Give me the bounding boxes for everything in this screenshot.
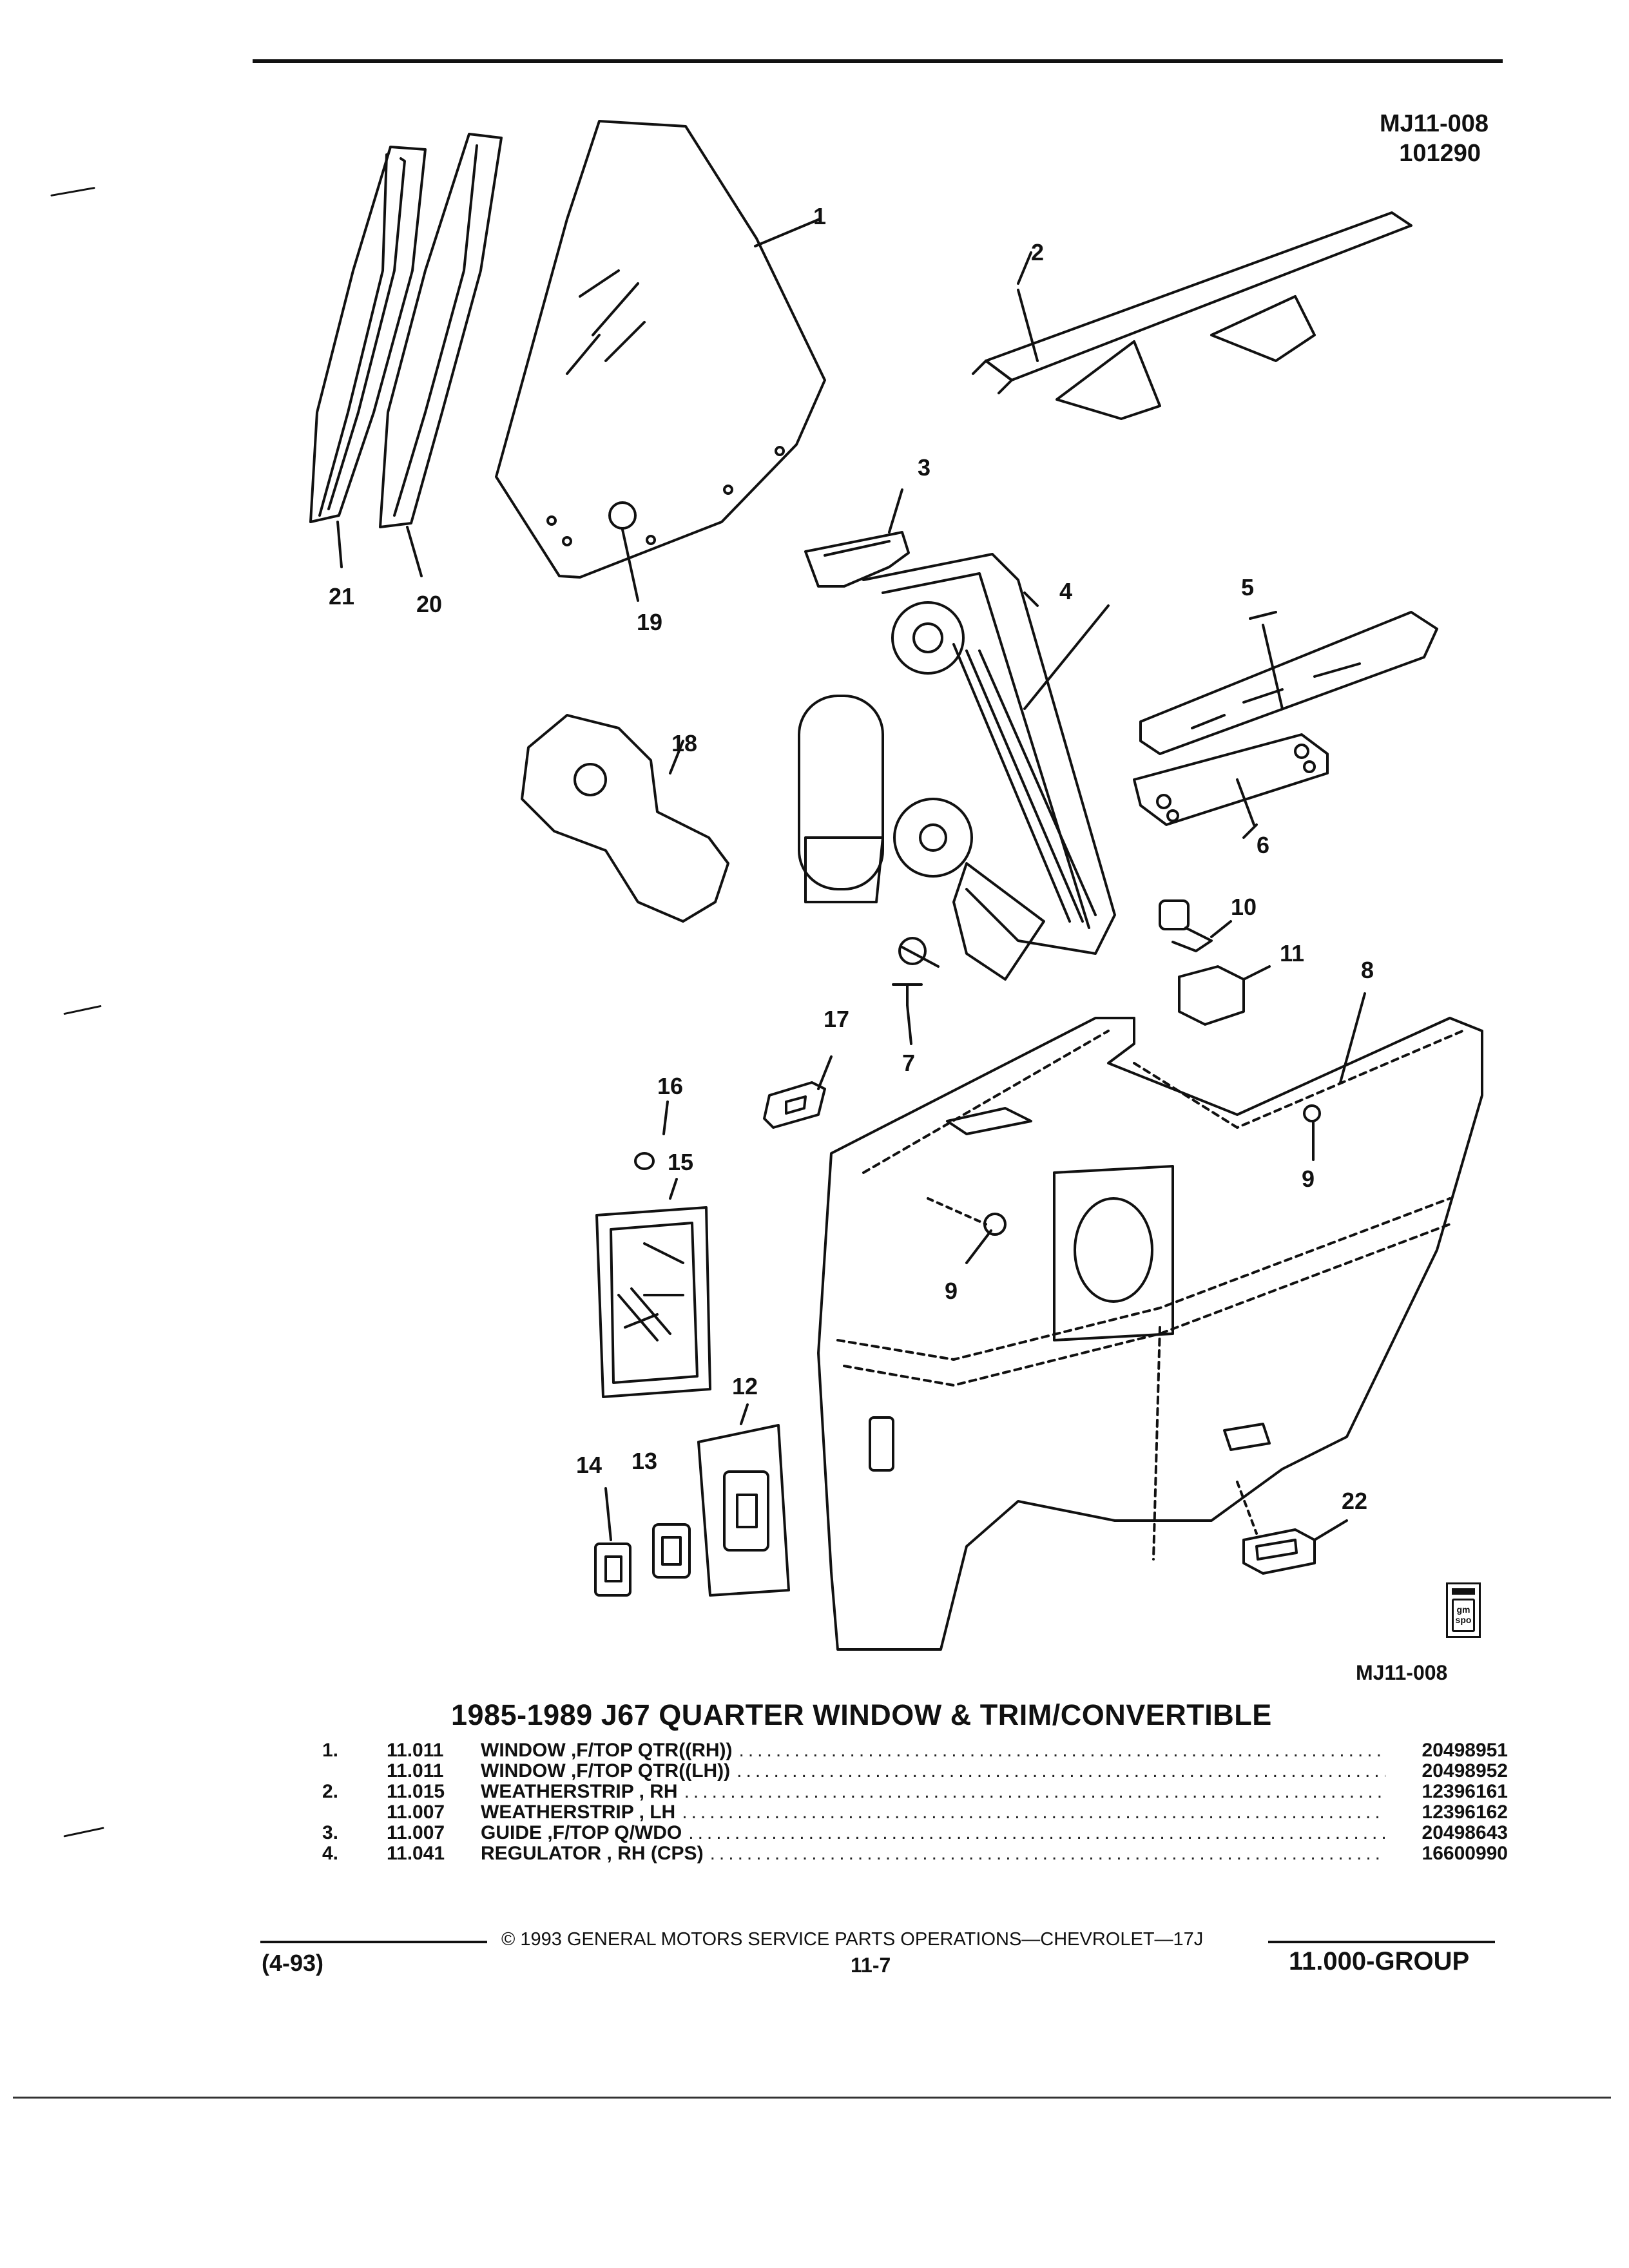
washer-16 [634, 1100, 669, 1170]
row-description: WEATHERSTRIP , LH [481, 1802, 676, 1823]
ref-number: 101290 [1399, 140, 1481, 167]
row-part-number: 20498951 [1422, 1740, 1508, 1761]
footer-rule-left [260, 1941, 487, 1943]
callout-7: 7 [902, 1050, 916, 1076]
row-part-number: 20498643 [1422, 1822, 1508, 1843]
callout-17: 17 [824, 1006, 850, 1032]
row-description: WINDOW ,F/TOP QTR((RH)) [481, 1740, 733, 1761]
callout-6: 6 [1257, 832, 1270, 858]
guide-2 [972, 211, 1412, 420]
bezel-17 [763, 1055, 833, 1129]
callout-1: 1 [813, 203, 827, 229]
row-index: 4. [322, 1843, 339, 1864]
gm-spo-logo: gm spo [1446, 1582, 1481, 1638]
bolt-9 [927, 1104, 1321, 1264]
callout-8: 8 [1361, 957, 1374, 983]
callout-12: 12 [732, 1373, 758, 1399]
callout-5: 5 [1241, 574, 1255, 601]
callout-13: 13 [631, 1448, 658, 1474]
parts-row: 2. 11.015 WEATHERSTRIP , RH ............… [322, 1781, 1508, 1802]
callout-21: 21 [329, 583, 355, 610]
callout-4: 4 [1059, 578, 1073, 604]
row-part-number: 12396162 [1422, 1802, 1508, 1823]
switch-14 [594, 1487, 631, 1597]
leader-dots: ........................................… [737, 1760, 1385, 1782]
logo-bar [1452, 1588, 1475, 1595]
leader-dots: ........................................… [709, 1843, 1385, 1864]
callout-22: 22 [1342, 1488, 1368, 1514]
row-description: WINDOW ,F/TOP QTR((LH)) [481, 1760, 731, 1782]
bezel-12 [697, 1403, 790, 1597]
row-part-number: 16600990 [1422, 1843, 1508, 1864]
revision-date: (4-93) [262, 1950, 324, 1976]
clip-10 [1159, 899, 1232, 952]
callout-10: 10 [1231, 894, 1257, 920]
callout-20: 20 [416, 591, 443, 617]
leader-dots: ........................................… [684, 1781, 1385, 1802]
logo-text: gm spo [1452, 1599, 1475, 1632]
callout-14: 14 [576, 1452, 602, 1478]
weatherstrip-20 [379, 133, 503, 528]
switch-13 [652, 1523, 691, 1579]
ref-code: MJ11-008 [1379, 110, 1489, 137]
bottom-rule [13, 2097, 1611, 2099]
row-group: 11.011 [387, 1740, 444, 1761]
row-group: 11.007 [387, 1822, 445, 1843]
figure-code: MJ11-008 [1356, 1661, 1448, 1684]
row-group: 11.007 [387, 1802, 445, 1823]
page-number: 11-7 [851, 1954, 891, 1977]
channel-5 [1139, 611, 1438, 755]
callout-9a: 9 [1302, 1166, 1315, 1192]
regulator-4 [798, 553, 1116, 981]
leader-dots: ........................................… [738, 1740, 1386, 1761]
window-glass-1 [495, 120, 826, 579]
parts-row: 11.007 WEATHERSTRIP , LH ...............… [322, 1802, 1508, 1823]
row-description: REGULATOR , RH (CPS) [481, 1843, 704, 1864]
parts-row: 4. 11.041 REGULATOR , RH (CPS) .........… [322, 1843, 1508, 1864]
row-index: 3. [322, 1822, 339, 1843]
row-group: 11.041 [387, 1843, 445, 1864]
callout-15: 15 [668, 1149, 694, 1175]
parts-row: 1. 11.011 WINDOW ,F/TOP QTR((RH)) ......… [322, 1740, 1508, 1761]
row-description: GUIDE ,F/TOP Q/WDO [481, 1822, 682, 1843]
mirror-15 [595, 1178, 711, 1398]
parts-row: 11.011 WINDOW ,F/TOP QTR((LH)) .........… [322, 1760, 1508, 1782]
callout-11: 11 [1280, 940, 1305, 966]
exploded-parts-diagram [309, 120, 1483, 1651]
callout-18: 18 [671, 730, 698, 756]
callout-19: 19 [637, 609, 663, 635]
callout-9b: 9 [945, 1278, 958, 1304]
callout-2: 2 [1031, 239, 1045, 265]
top-rule [253, 59, 1503, 63]
page-title: 1985-1989 J67 QUARTER WINDOW & TRIM/CONV… [451, 1698, 1272, 1731]
leader-dots: ........................................… [682, 1802, 1385, 1823]
parts-list: 1. 11.011 WINDOW ,F/TOP QTR((RH)) ......… [322, 1740, 1508, 1864]
footer-rule-right [1268, 1941, 1495, 1943]
callout-3: 3 [918, 454, 931, 481]
bolt-7 [892, 937, 940, 1045]
row-part-number: 20498952 [1422, 1760, 1508, 1782]
leader-dots: ........................................… [688, 1822, 1385, 1843]
row-description: WEATHERSTRIP , RH [481, 1781, 678, 1802]
row-group: 11.011 [387, 1760, 444, 1782]
callout-16: 16 [657, 1073, 684, 1099]
row-group: 11.015 [387, 1781, 445, 1802]
motor-18 [521, 714, 729, 923]
row-index: 1. [322, 1740, 339, 1761]
trim-panel-8 [817, 1017, 1483, 1651]
lamp-22 [1236, 1481, 1348, 1575]
copyright-text: © 1993 GENERAL MOTORS SERVICE PARTS OPER… [501, 1929, 1204, 1950]
row-index: 2. [322, 1781, 339, 1802]
weatherstrip-21 [309, 146, 427, 523]
cover-11 [1178, 965, 1271, 1026]
group-label: 11.000-GROUP [1289, 1947, 1470, 1975]
row-part-number: 12396161 [1422, 1781, 1508, 1802]
margin-mark [63, 1827, 104, 1838]
bracket-6 [1133, 733, 1329, 826]
guide-3 [804, 488, 910, 588]
parts-row: 3. 11.007 GUIDE ,F/TOP Q/WDO ...........… [322, 1822, 1508, 1843]
